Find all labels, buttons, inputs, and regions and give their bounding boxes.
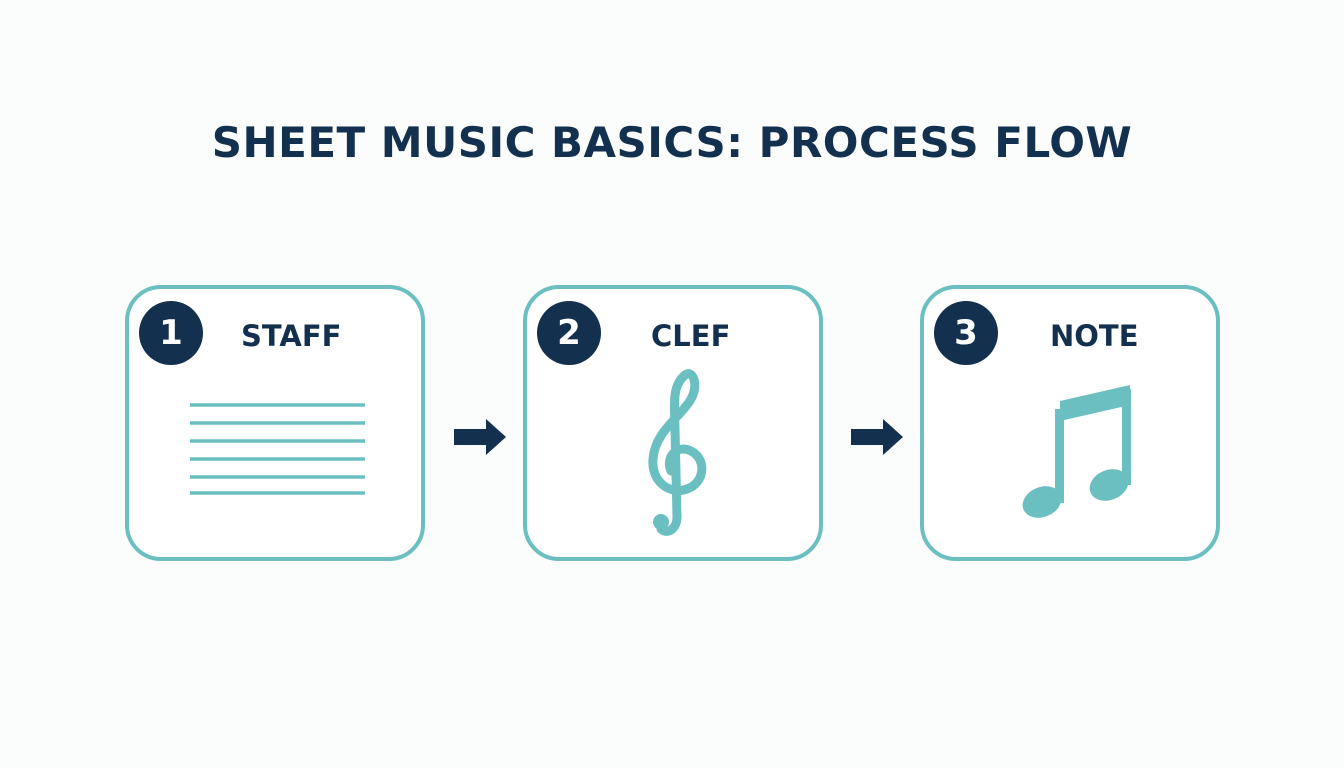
page-title: SHEET MUSIC BASICS: PROCESS FLOW <box>211 118 1133 167</box>
step-label: STAFF <box>241 319 342 353</box>
step-number-badge: 2 <box>537 301 601 365</box>
step-number-badge: 1 <box>139 301 203 365</box>
step-label: CLEF <box>651 319 731 353</box>
step-card-note: 3 NOTE <box>920 285 1220 561</box>
step-number-badge: 3 <box>934 301 998 365</box>
step-card-clef: 2 CLEF <box>523 285 823 561</box>
step-label: NOTE <box>1050 319 1139 353</box>
step-card-staff: 1 STAFF <box>125 285 425 561</box>
arrow-right-icon <box>454 419 506 455</box>
arrow-right-icon <box>851 419 903 455</box>
